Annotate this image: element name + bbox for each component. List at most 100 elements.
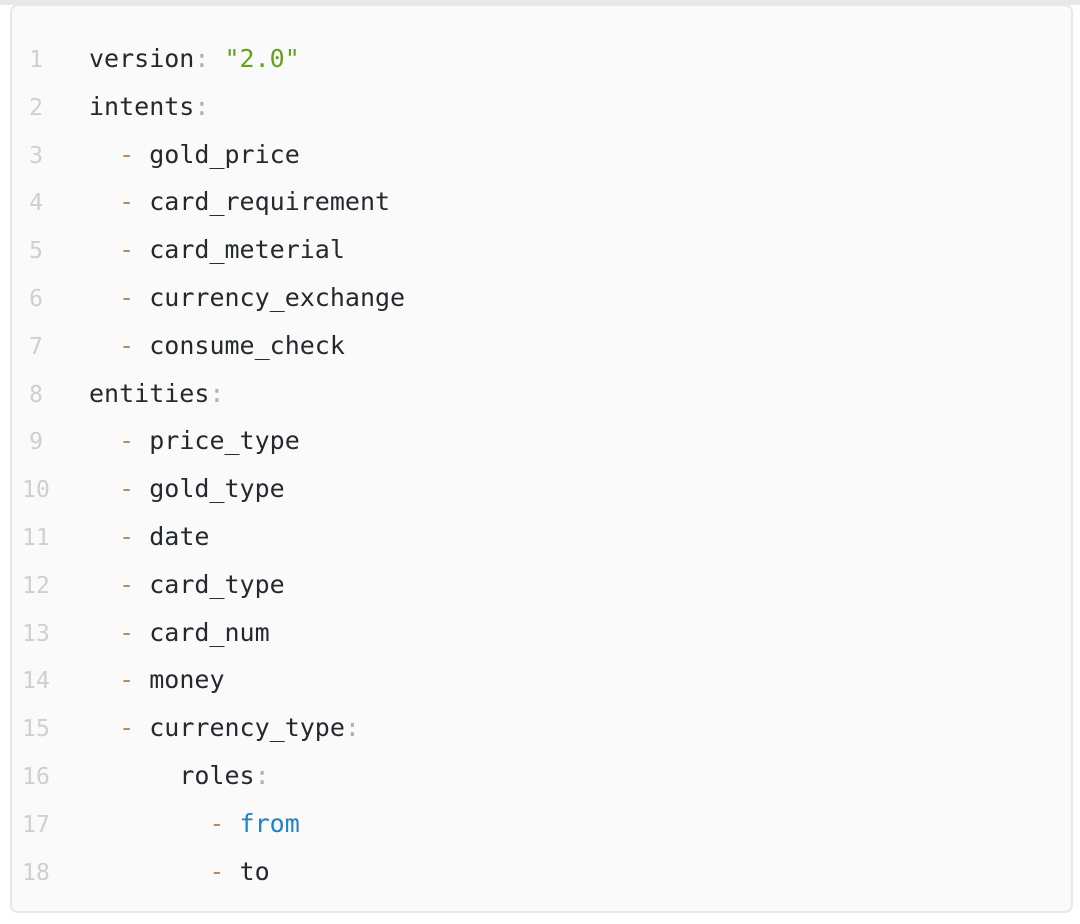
line-number: 16 bbox=[22, 763, 50, 790]
code-line: 13 - card_num bbox=[14, 609, 1051, 657]
token-dash: - bbox=[209, 808, 225, 838]
code-line: 15 - currency_type: bbox=[14, 704, 1051, 752]
token-dash: - bbox=[119, 282, 135, 312]
code-text: - card_type bbox=[58, 561, 285, 609]
token-plain: to bbox=[239, 856, 270, 886]
line-number: 14 bbox=[22, 668, 50, 695]
token-plain bbox=[224, 809, 239, 838]
token-plain bbox=[89, 474, 119, 503]
token-plain bbox=[89, 522, 119, 551]
code-line: 11 - date bbox=[14, 513, 1051, 561]
code-line: 16 roles: bbox=[14, 752, 1051, 800]
line-number: 15 bbox=[22, 716, 50, 743]
code-line: 1 version: "2.0" bbox=[14, 35, 1051, 83]
token-plain bbox=[134, 140, 149, 169]
token-plain: card_type bbox=[149, 569, 285, 599]
line-number: 1 bbox=[29, 47, 43, 73]
line-number: 13 bbox=[22, 620, 50, 647]
token-punc: : bbox=[194, 44, 210, 73]
token-plain: price_type bbox=[149, 426, 300, 456]
line-number: 5 bbox=[29, 238, 43, 265]
token-key: version bbox=[89, 44, 195, 73]
code-text: - to bbox=[58, 848, 270, 896]
code-text: - price_type bbox=[58, 417, 300, 465]
token-dash: - bbox=[119, 139, 135, 169]
code-line: 9 - price_type bbox=[14, 417, 1051, 465]
token-plain bbox=[134, 283, 149, 312]
token-plain bbox=[89, 570, 119, 599]
line-number: 10 bbox=[22, 477, 50, 504]
token-plain: card_num bbox=[149, 617, 270, 647]
token-dash: - bbox=[119, 187, 135, 217]
code-text: - date bbox=[58, 513, 209, 561]
line-number: 18 bbox=[22, 859, 50, 886]
token-plain bbox=[134, 570, 149, 599]
token-key: currency_type bbox=[149, 713, 345, 743]
token-dash: - bbox=[119, 330, 135, 360]
line-number: 17 bbox=[22, 811, 50, 838]
token-plain: consume_check bbox=[149, 330, 345, 360]
token-dash: - bbox=[209, 856, 225, 886]
line-number: 3 bbox=[29, 142, 43, 169]
line-number: 4 bbox=[29, 190, 43, 217]
code-line: 8 entities: bbox=[14, 370, 1051, 418]
token-plain bbox=[89, 140, 119, 169]
token-string: "2.0" bbox=[224, 44, 300, 73]
token-dash: - bbox=[119, 713, 135, 743]
code-text: roles: bbox=[58, 752, 269, 800]
token-punc: : bbox=[209, 378, 225, 408]
code-line: 12 - card_type bbox=[14, 561, 1051, 609]
token-plain bbox=[89, 618, 119, 647]
code-text: version: "2.0" bbox=[58, 35, 300, 83]
line-number: 6 bbox=[29, 285, 43, 312]
token-plain bbox=[89, 665, 119, 694]
code-text: - gold_type bbox=[58, 465, 285, 513]
code-text: - consume_check bbox=[58, 322, 345, 370]
code-text: intents: bbox=[58, 83, 209, 131]
token-punc: : bbox=[344, 713, 360, 743]
token-dash: - bbox=[119, 665, 135, 695]
token-plain: gold_price bbox=[149, 139, 300, 169]
token-punc: : bbox=[194, 91, 210, 121]
code-line: 10 - gold_type bbox=[14, 465, 1051, 513]
token-plain bbox=[89, 857, 209, 886]
code-text: - card_meterial bbox=[58, 226, 345, 274]
code-text: - card_requirement bbox=[58, 178, 390, 226]
token-plain: card_requirement bbox=[149, 187, 391, 217]
code-line: 14 - money bbox=[14, 656, 1051, 704]
code-text: - gold_price bbox=[58, 131, 300, 179]
line-number: 12 bbox=[22, 572, 50, 599]
code-line: 7 - consume_check bbox=[14, 322, 1051, 370]
token-plain: card_meterial bbox=[149, 235, 345, 265]
line-number: 2 bbox=[29, 94, 43, 121]
token-key: roles bbox=[179, 760, 255, 790]
token-plain bbox=[134, 522, 149, 551]
code-text: entities: bbox=[58, 370, 224, 418]
token-plain: date bbox=[149, 521, 210, 551]
token-plain bbox=[89, 713, 119, 742]
top-divider bbox=[0, 0, 1080, 5]
code-text: - from bbox=[58, 800, 300, 848]
token-key: intents bbox=[89, 91, 195, 121]
token-dash: - bbox=[119, 474, 135, 504]
token-key: entities bbox=[89, 378, 210, 408]
token-plain bbox=[134, 713, 149, 742]
token-plain bbox=[89, 426, 119, 455]
token-dash: - bbox=[119, 235, 135, 265]
code-line: 17 - from bbox=[14, 800, 1051, 848]
code-text: - card_num bbox=[58, 609, 270, 657]
token-plain bbox=[89, 809, 209, 838]
code-text: - currency_type: bbox=[58, 704, 360, 752]
token-plain: currency_exchange bbox=[149, 282, 406, 312]
line-number: 8 bbox=[29, 381, 43, 408]
token-plain bbox=[89, 331, 119, 360]
token-plain bbox=[89, 235, 119, 264]
code-line: 6 - currency_exchange bbox=[14, 274, 1051, 322]
token-keyword: from bbox=[239, 808, 300, 838]
line-number: 7 bbox=[29, 333, 43, 360]
code-text: - currency_exchange bbox=[58, 274, 405, 322]
code-line: 18 - to bbox=[14, 848, 1051, 896]
line-number: 11 bbox=[22, 524, 50, 551]
